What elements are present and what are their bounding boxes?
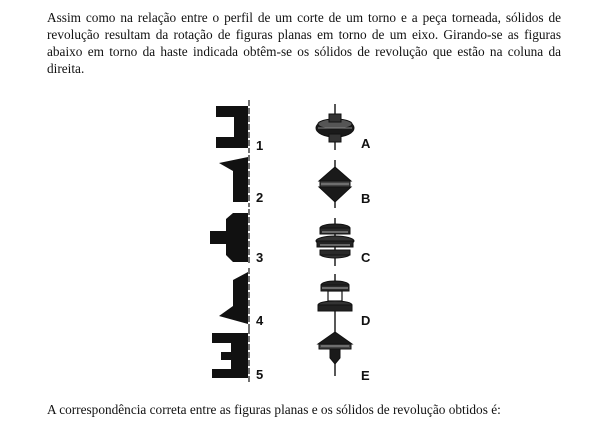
plane-figure-2 <box>219 155 250 207</box>
solid-a <box>315 104 355 150</box>
solid-labels: A B C D E <box>361 136 371 383</box>
question-text: A correspondência correta entre as figur… <box>47 402 501 417</box>
solid-label-c: C <box>361 250 371 265</box>
plane-figure-4 <box>219 268 250 328</box>
plane-label-2: 2 <box>256 190 263 205</box>
plane-figure-3 <box>210 209 250 265</box>
solid-label-b: B <box>361 191 370 206</box>
plane-label-5: 5 <box>256 367 263 382</box>
solid-c <box>315 218 355 266</box>
plane-label-4: 4 <box>256 313 264 328</box>
plane-labels: 1 2 3 4 5 <box>256 138 264 382</box>
plane-label-3: 3 <box>256 250 263 265</box>
solid-label-e: E <box>361 368 370 383</box>
plane-figure-1 <box>216 100 250 153</box>
solid-label-a: A <box>361 136 371 151</box>
plane-figure-5 <box>212 328 250 382</box>
solid-d <box>317 274 353 324</box>
solids <box>315 104 355 376</box>
plane-figures <box>210 100 250 382</box>
intro-paragraph: Assim como na relação entre o perfil de … <box>47 10 561 76</box>
solid-e <box>316 324 354 376</box>
solid-b <box>317 160 353 208</box>
plane-label-1: 1 <box>256 138 263 153</box>
solid-label-d: D <box>361 313 370 328</box>
